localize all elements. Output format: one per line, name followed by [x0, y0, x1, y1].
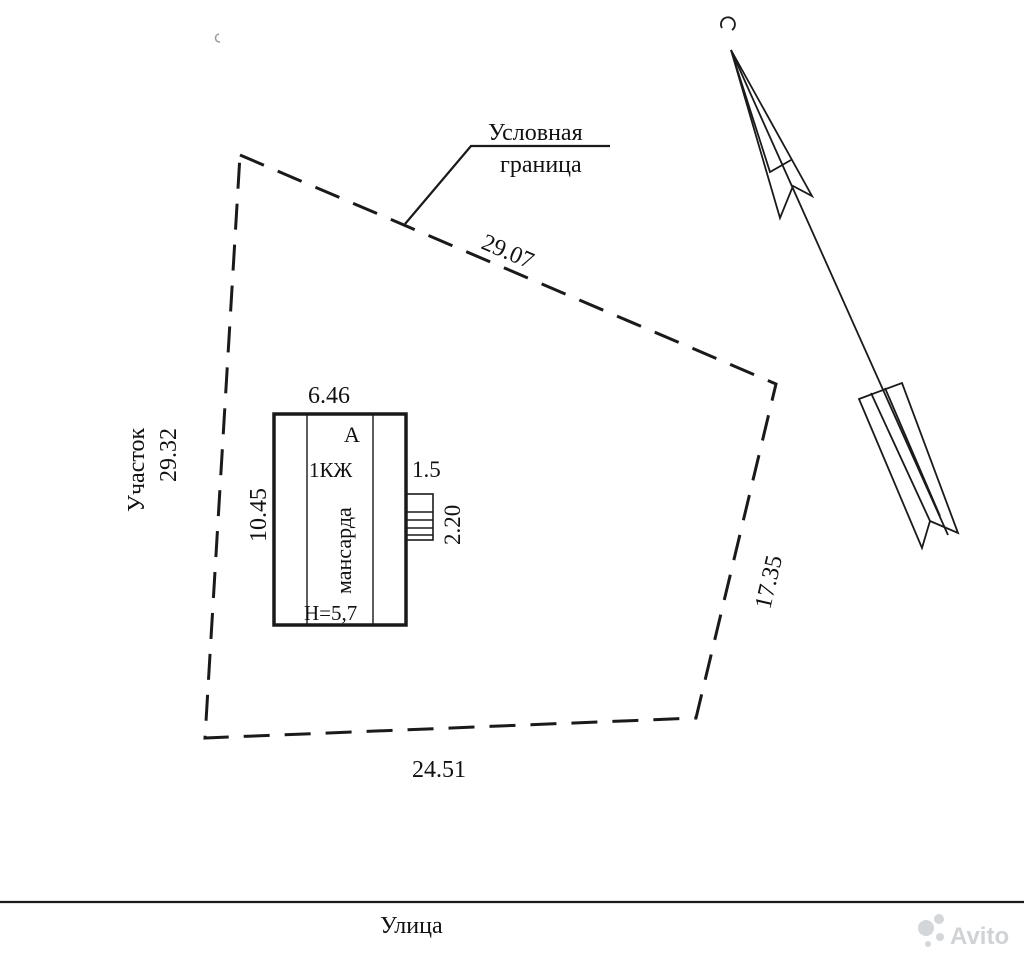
building-attic-label: мансарда	[331, 507, 356, 594]
scan-artifact	[214, 33, 221, 43]
plot-right-side-length: 17.35	[751, 553, 788, 611]
plot-bottom-side-length: 24.51	[412, 757, 466, 783]
street-label: Улица	[380, 913, 443, 939]
plot-label: Участок	[124, 427, 150, 512]
porch-width: 1.5	[412, 457, 441, 482]
building-length: 10.45	[246, 488, 272, 542]
building-material: 1КЖ	[309, 458, 353, 482]
building-letter: А	[344, 422, 360, 447]
boundary-leader-line	[404, 144, 610, 225]
plot-left-side-length: 29.32	[156, 428, 182, 482]
boundary-label-line2: граница	[500, 152, 582, 178]
north-arrow-icon	[720, 16, 960, 551]
porch-length: 2.20	[440, 505, 465, 545]
porch-outline	[405, 493, 434, 541]
avito-watermark: Avito	[918, 914, 1009, 950]
watermark-text: Avito	[950, 923, 1009, 950]
porch-steps	[406, 511, 433, 536]
boundary-label-line1: Условная	[488, 120, 583, 146]
building-width: 6.46	[308, 383, 350, 409]
building-height: Н=5,7	[304, 601, 357, 625]
avito-logo-icon	[918, 914, 944, 947]
plot-boundary	[203, 152, 778, 740]
